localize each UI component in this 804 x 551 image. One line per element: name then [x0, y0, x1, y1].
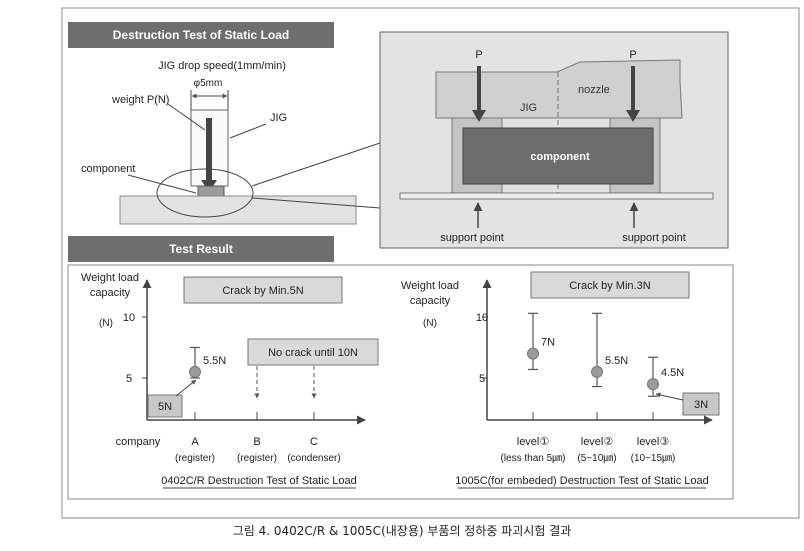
- component-label: component: [81, 163, 135, 175]
- left-ylabel-line1: Weight load: [81, 272, 139, 284]
- left-ylabel-unit: (N): [99, 318, 113, 329]
- x-tick-label: B: [253, 436, 260, 448]
- zoom-circle: [156, 168, 254, 218]
- header-destruction-test-label: Destruction Test of Static Load: [113, 28, 289, 42]
- header-destruction-test: [68, 22, 334, 48]
- detail-component-label: component: [530, 151, 590, 163]
- left-min-box-label: 5N: [158, 401, 172, 413]
- data-point: [189, 365, 201, 378]
- x-tick-sublabel: (condenser): [287, 453, 340, 464]
- support-right-label: support point: [622, 232, 686, 244]
- jig-speed-label: JIG drop speed(1mm/min): [158, 60, 286, 72]
- data-point: [591, 365, 603, 378]
- left-min-leader: [175, 379, 197, 397]
- left-ylabel-line2: capacity: [90, 287, 131, 299]
- y-tick-label: 10: [123, 312, 135, 324]
- x-tick-label: level①: [517, 436, 550, 448]
- small-component: [197, 185, 225, 197]
- y-tick-label: 5: [126, 373, 132, 385]
- right-crack-box: [530, 271, 690, 299]
- data-label: 5.5N: [203, 355, 226, 367]
- x-tick-label: C: [310, 436, 318, 448]
- header-test-result: [68, 236, 334, 262]
- x-tick-sublabel: (less than 5㎛): [500, 453, 565, 464]
- support-bar: [399, 192, 714, 200]
- x-tick-sublabel: (10~15㎛): [631, 453, 676, 464]
- outer-frame: [61, 7, 800, 519]
- component-leader: [127, 174, 197, 194]
- support-left-label: support point: [440, 232, 504, 244]
- nozzle-label: nozzle: [578, 84, 610, 96]
- right-footer: 1005C(for embeded) Destruction Test of S…: [455, 475, 709, 487]
- diameter-label: φ5mm: [194, 78, 223, 89]
- y-tick-label: 5: [479, 373, 485, 385]
- left-no-crack-box-label: No crack until 10N: [268, 347, 358, 359]
- y-tick-label: 10: [476, 312, 488, 324]
- right-min-leader: [655, 392, 684, 401]
- figure-canvas: Destruction Test of Static Load JIG drop…: [61, 7, 800, 519]
- left-no-crack-box: [247, 338, 379, 366]
- right-min-box: [682, 392, 720, 416]
- left-marks: 5 10A (register) 5.5N B (register) C (condenser…: [123, 312, 341, 464]
- right-ylabel-line1: Weight load: [401, 280, 459, 292]
- x-tick-label: A: [191, 436, 199, 448]
- right-crack-box-label: Crack by Min.3N: [569, 280, 650, 292]
- company-label: company: [116, 436, 161, 448]
- x-tick-label: level③: [637, 436, 670, 448]
- jig-label: JIG: [270, 112, 287, 124]
- x-tick-sublabel: (register): [175, 453, 215, 464]
- right-min-box-label: 3N: [694, 399, 708, 411]
- x-tick-sublabel: (register): [237, 453, 277, 464]
- left-crack-box-label: Crack by Min.5N: [222, 285, 303, 297]
- weight-leader: [167, 103, 206, 131]
- detail-jig-label: JIG: [520, 102, 537, 114]
- right-ylabel-line2: capacity: [410, 295, 451, 307]
- left-crack-box: [183, 276, 343, 304]
- right-ylabel-unit: (N): [423, 318, 437, 329]
- left-footer: 0402C/R Destruction Test of Static Load: [161, 475, 356, 487]
- p-right-label: P: [629, 49, 636, 61]
- figure-caption: 그림 4. 0402C/R & 1005C(내장용) 부품의 정하중 파괴시험 …: [232, 524, 572, 538]
- data-label: 4.5N: [661, 367, 684, 379]
- zoom-line-top: [251, 142, 381, 187]
- x-tick-sublabel: (5~10㎛): [577, 453, 616, 464]
- x-tick-label: level②: [581, 436, 614, 448]
- force-arrow-left-head: [472, 110, 486, 122]
- zoom-line-bottom: [251, 197, 381, 209]
- left-min-box: [147, 394, 183, 418]
- jig-leader: [229, 123, 267, 139]
- p-left-label: P: [475, 49, 482, 61]
- weight-label: weight P(N): [111, 94, 169, 106]
- detail-component: [462, 127, 654, 185]
- data-label: 7N: [541, 337, 555, 349]
- data-label: 5.5N: [605, 355, 628, 367]
- right-marks: 5 10 level① (less than 5㎛) 7N level② (5~10㎛) 5.…: [476, 312, 684, 464]
- force-arrow-right-head: [626, 110, 640, 122]
- data-point: [527, 347, 539, 360]
- result-panel: [67, 264, 734, 500]
- data-point: [647, 378, 659, 391]
- header-test-result-label: Test Result: [169, 242, 233, 256]
